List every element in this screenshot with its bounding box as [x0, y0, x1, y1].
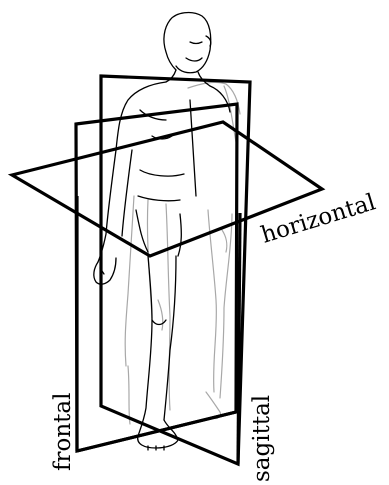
sagittal-label: sagittal	[249, 395, 275, 482]
horizontal-label: horizontal	[258, 189, 379, 248]
frontal-label: frontal	[50, 393, 76, 471]
